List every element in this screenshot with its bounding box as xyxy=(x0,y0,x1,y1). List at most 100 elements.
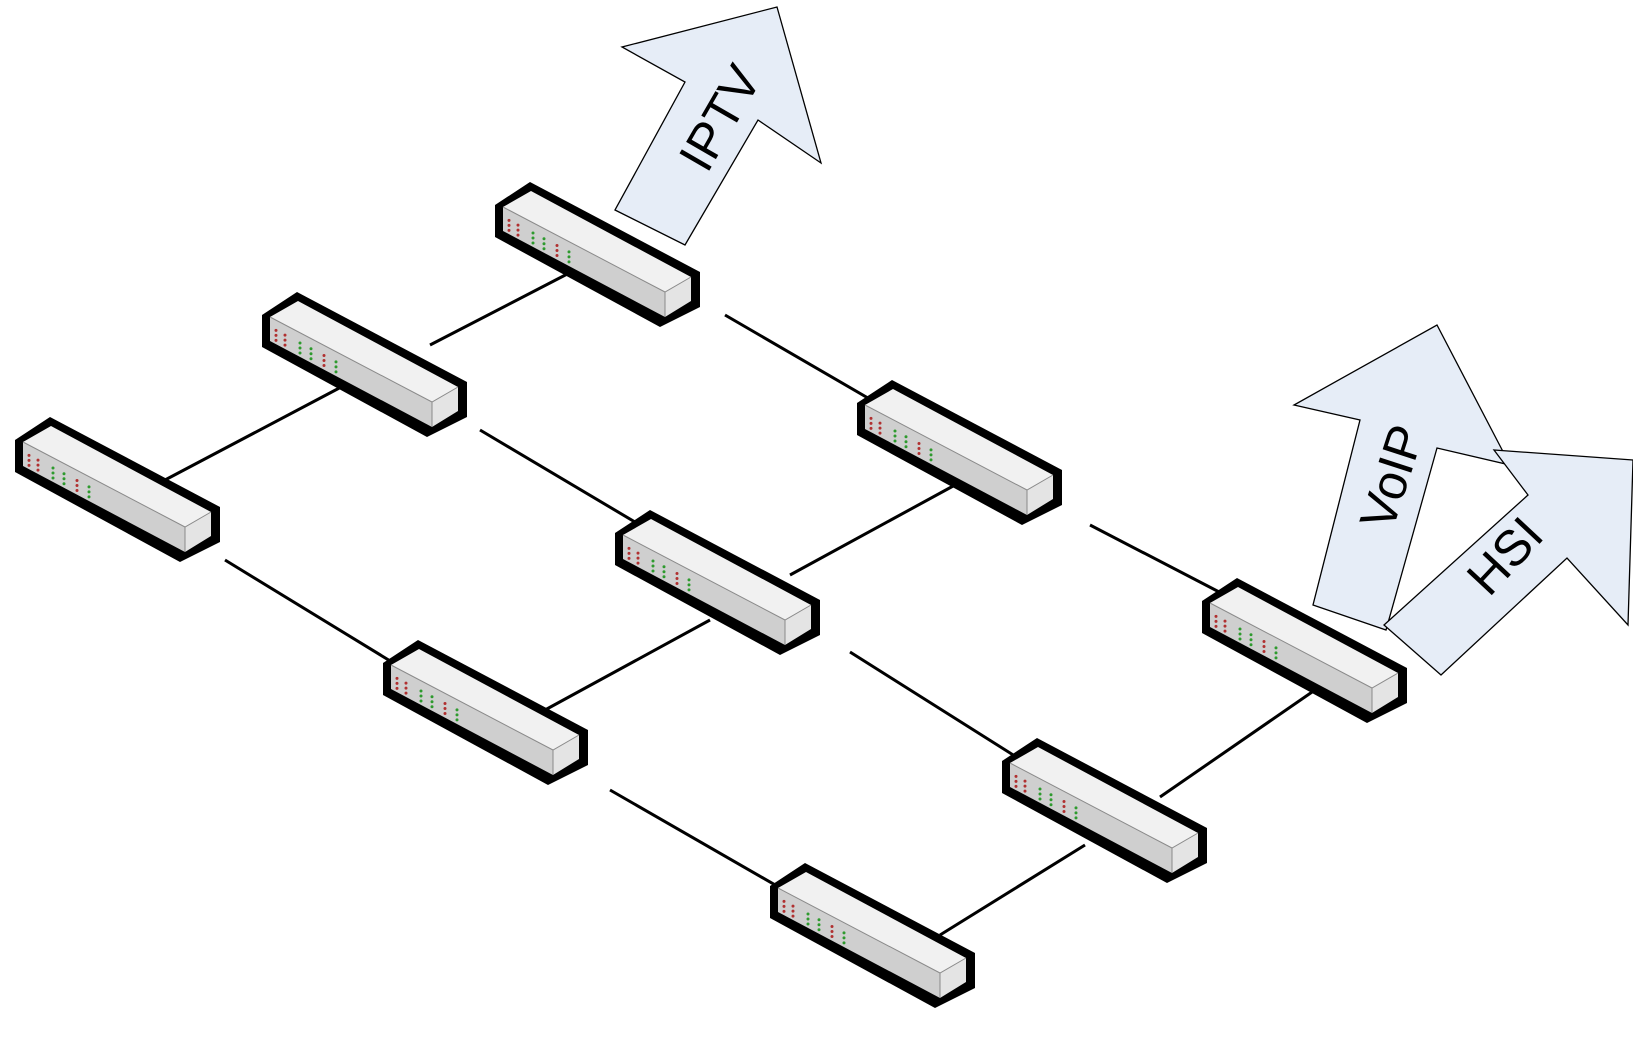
led xyxy=(1014,779,1018,783)
link-switch-3-switch-2 xyxy=(429,268,576,347)
iptv-arrow: IPTV xyxy=(614,6,823,246)
led xyxy=(1023,784,1027,788)
led xyxy=(51,476,55,480)
led xyxy=(878,431,882,435)
led xyxy=(893,439,897,443)
led xyxy=(662,565,666,569)
led xyxy=(51,471,55,475)
led xyxy=(929,453,933,457)
led xyxy=(419,689,423,693)
led xyxy=(1262,650,1266,654)
led xyxy=(309,347,313,351)
status-leds xyxy=(507,218,571,264)
led xyxy=(1074,816,1078,820)
led xyxy=(507,228,511,232)
led xyxy=(869,416,873,420)
led xyxy=(1274,656,1278,660)
led xyxy=(395,686,399,690)
led xyxy=(283,343,287,347)
led xyxy=(1214,619,1218,623)
status-leds xyxy=(27,453,91,499)
link-switch-9-switch-10 xyxy=(939,843,1086,937)
status-leds xyxy=(1214,614,1278,660)
led xyxy=(75,489,79,493)
led xyxy=(878,421,882,425)
led xyxy=(531,231,535,235)
led xyxy=(430,700,434,704)
led xyxy=(627,556,631,560)
led xyxy=(893,434,897,438)
status-leds xyxy=(869,416,933,462)
led xyxy=(687,588,691,592)
led xyxy=(636,561,640,565)
status-leds xyxy=(274,328,338,374)
led xyxy=(1014,784,1018,788)
led xyxy=(1038,797,1042,801)
links xyxy=(164,268,1316,937)
led xyxy=(274,338,278,342)
led xyxy=(334,365,338,369)
led xyxy=(516,233,520,237)
led xyxy=(817,928,821,932)
led xyxy=(1062,805,1066,809)
led xyxy=(542,247,546,251)
led xyxy=(830,930,834,934)
led xyxy=(806,922,810,926)
led xyxy=(1238,627,1242,631)
led xyxy=(830,935,834,939)
led xyxy=(309,357,313,361)
led xyxy=(1249,638,1253,642)
led xyxy=(567,260,571,264)
led xyxy=(1262,645,1266,649)
led xyxy=(443,702,447,706)
led xyxy=(1049,793,1053,797)
led xyxy=(929,448,933,452)
service-arrows: IPTV VoIP HSI xyxy=(614,6,1633,676)
status-leds xyxy=(395,676,459,722)
led xyxy=(1049,798,1053,802)
led xyxy=(806,912,810,916)
led xyxy=(1249,633,1253,637)
led xyxy=(27,458,31,462)
led xyxy=(507,223,511,227)
led xyxy=(1074,806,1078,810)
led xyxy=(87,485,91,489)
led xyxy=(395,676,399,680)
led xyxy=(516,228,520,232)
led xyxy=(1074,811,1078,815)
switches xyxy=(15,182,1407,1008)
link-switch-2-switch-1 xyxy=(164,383,346,482)
led xyxy=(36,463,40,467)
led xyxy=(651,569,655,573)
led xyxy=(687,583,691,587)
led xyxy=(1223,624,1227,628)
led xyxy=(917,447,921,451)
led xyxy=(842,941,846,945)
led xyxy=(904,440,908,444)
led xyxy=(662,570,666,574)
led xyxy=(404,686,408,690)
link-switch-1-switch-6 xyxy=(224,558,406,672)
led xyxy=(75,484,79,488)
switch-6 xyxy=(383,640,588,785)
led xyxy=(1214,624,1218,628)
led xyxy=(817,923,821,927)
led xyxy=(51,466,55,470)
led xyxy=(87,490,91,494)
led xyxy=(87,495,91,499)
link-switch-7-switch-9 xyxy=(1159,688,1316,799)
led xyxy=(1223,619,1227,623)
led xyxy=(507,218,511,222)
led xyxy=(36,458,40,462)
switch-9 xyxy=(1002,738,1207,883)
led xyxy=(555,249,559,253)
led xyxy=(1238,637,1242,641)
led xyxy=(627,546,631,550)
led xyxy=(36,468,40,472)
led xyxy=(298,346,302,350)
led xyxy=(555,254,559,258)
led xyxy=(567,255,571,259)
link-switch-3-switch-4 xyxy=(724,313,881,407)
led xyxy=(636,556,640,560)
